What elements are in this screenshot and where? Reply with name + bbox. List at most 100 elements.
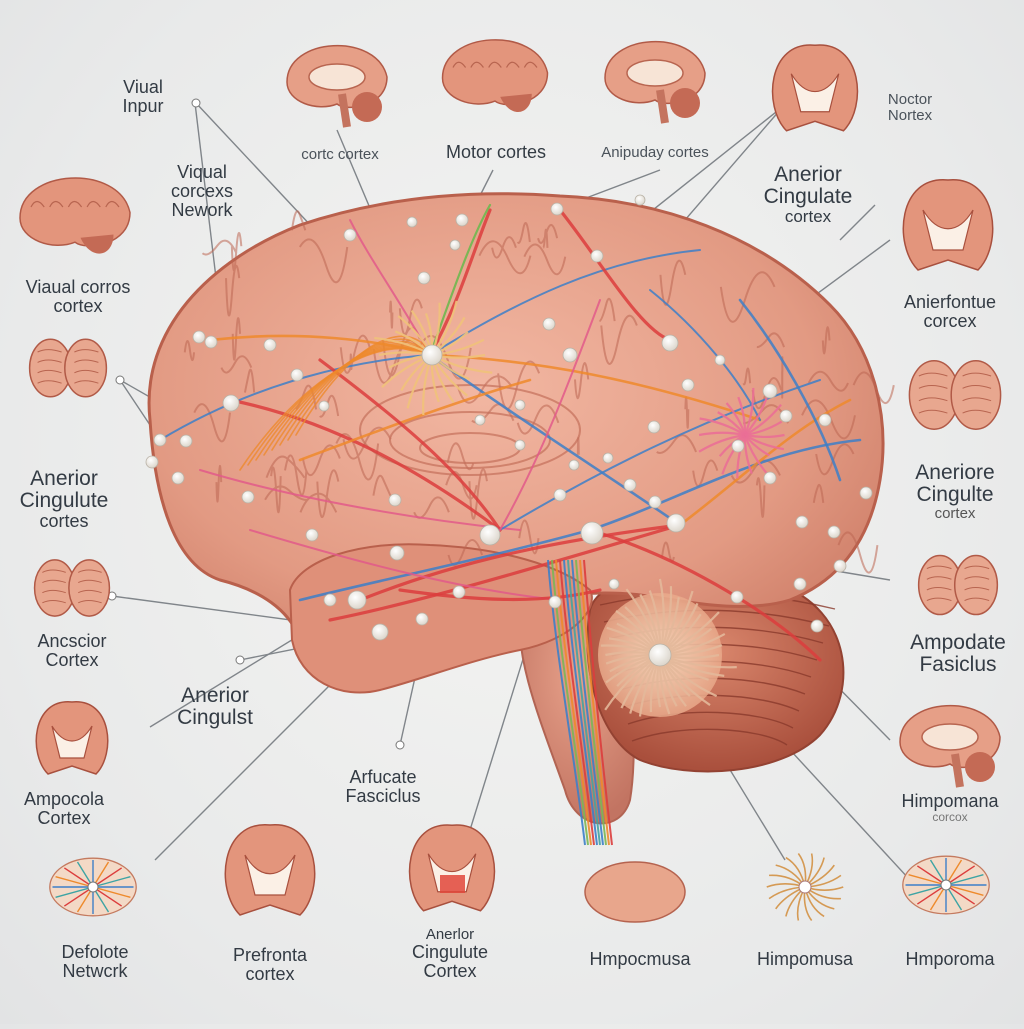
network-node bbox=[860, 487, 872, 499]
network-node bbox=[811, 620, 823, 632]
cerebellum-icon bbox=[965, 752, 995, 782]
thumb-bottom-6 bbox=[903, 856, 989, 914]
thumb-left-4 bbox=[36, 702, 107, 774]
network-node bbox=[563, 348, 577, 362]
thumb-top-1 bbox=[287, 46, 387, 127]
network-node bbox=[172, 472, 184, 484]
network-node bbox=[242, 491, 254, 503]
network-node bbox=[732, 440, 744, 452]
label-hmporoma: Hmporoma bbox=[905, 950, 994, 969]
network-node bbox=[407, 217, 417, 227]
corpus-icon bbox=[922, 724, 978, 750]
brain-coronal-icon bbox=[36, 702, 107, 774]
network-node bbox=[543, 318, 555, 330]
network-node bbox=[180, 435, 192, 447]
network-node bbox=[456, 214, 468, 226]
thumb-right-4 bbox=[900, 706, 1000, 787]
network-node bbox=[764, 472, 776, 484]
highlight-icon bbox=[440, 875, 465, 893]
thumb-left-1 bbox=[20, 178, 130, 254]
network-node bbox=[193, 331, 205, 343]
network-node bbox=[223, 395, 239, 411]
node-icon bbox=[88, 882, 98, 892]
network-node bbox=[551, 203, 563, 215]
thumb-right-1 bbox=[903, 180, 992, 270]
brain-coronal-icon bbox=[225, 825, 314, 915]
network-node bbox=[549, 596, 561, 608]
network-node bbox=[796, 516, 808, 528]
network-node bbox=[819, 414, 831, 426]
label-cortc-cortex: cortc cortex bbox=[301, 147, 379, 163]
hemisphere-icon bbox=[951, 361, 1000, 429]
network-node bbox=[453, 586, 465, 598]
network-node bbox=[648, 421, 660, 433]
network-node bbox=[828, 526, 840, 538]
cerebellum-icon bbox=[81, 235, 114, 254]
network-node bbox=[154, 434, 166, 446]
network-node bbox=[603, 453, 613, 463]
network-node bbox=[554, 489, 566, 501]
network-node bbox=[569, 460, 579, 470]
network-node bbox=[306, 529, 318, 541]
thumb-left-3 bbox=[35, 560, 110, 616]
node-icon bbox=[941, 880, 951, 890]
thumb-bottom-3 bbox=[410, 825, 495, 911]
network-node bbox=[422, 345, 442, 365]
network-node bbox=[635, 195, 645, 205]
network-node bbox=[763, 384, 777, 398]
network-node bbox=[418, 272, 430, 284]
network-node bbox=[390, 546, 404, 560]
thumb-left-2 bbox=[30, 339, 107, 397]
thumb-top-2 bbox=[443, 40, 548, 112]
network-node bbox=[372, 624, 388, 640]
leader-dot bbox=[396, 741, 404, 749]
network-node bbox=[649, 644, 671, 666]
label-hmpocmusa-2: Himpomusa bbox=[757, 950, 853, 969]
corpus-icon bbox=[627, 60, 683, 86]
network-node bbox=[348, 591, 366, 609]
network-node bbox=[324, 594, 336, 606]
thumb-bottom-4 bbox=[585, 862, 685, 922]
stem-icon bbox=[660, 90, 665, 123]
stem-icon bbox=[342, 94, 347, 127]
network-node bbox=[515, 400, 525, 410]
network-node bbox=[624, 479, 636, 491]
hemisphere-icon bbox=[955, 555, 998, 614]
network-node bbox=[794, 578, 806, 590]
network-node bbox=[475, 415, 485, 425]
brain-lump-icon bbox=[585, 862, 685, 922]
cerebellum-icon bbox=[500, 94, 532, 112]
network-node bbox=[450, 240, 460, 250]
network-node bbox=[389, 494, 401, 506]
network-node bbox=[780, 410, 792, 422]
hemisphere-icon bbox=[69, 560, 110, 616]
label-amygdaly-cortex: Anipuday cortes bbox=[601, 145, 709, 161]
network-node bbox=[649, 496, 661, 508]
thumb-right-3 bbox=[919, 555, 998, 614]
network-node bbox=[731, 591, 743, 603]
brain-coronal-icon bbox=[410, 825, 495, 911]
thumb-bottom-2 bbox=[225, 825, 314, 915]
thumb-top-4 bbox=[773, 45, 858, 131]
brain-coronal-icon bbox=[903, 180, 992, 270]
network-node bbox=[662, 335, 678, 351]
hemisphere-icon bbox=[65, 339, 107, 397]
network-node bbox=[834, 560, 846, 572]
label-motor-cortex: Motor cortes bbox=[446, 143, 546, 162]
stem-icon bbox=[955, 754, 960, 787]
leader-dot bbox=[236, 656, 244, 664]
brain-coronal-icon bbox=[773, 45, 858, 131]
thumb-right-2 bbox=[909, 361, 1000, 429]
label-hmpocmusa-1: Hmpocmusa bbox=[589, 950, 690, 969]
